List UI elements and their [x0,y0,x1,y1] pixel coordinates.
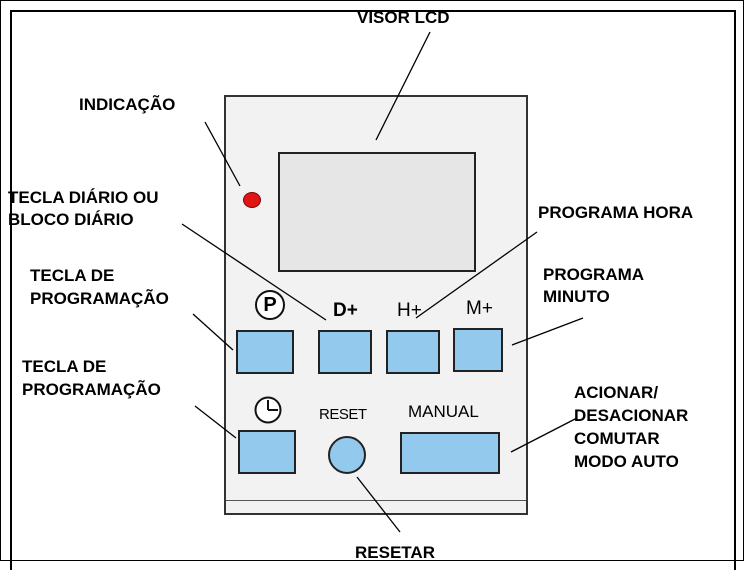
manual-key-label: MANUAL [408,402,479,421]
reset-button[interactable] [328,436,366,474]
leader-programa-hora [415,231,538,319]
label-acionar-line3: COMUTAR [574,429,660,448]
label-acionar-line4: MODO AUTO [574,452,679,471]
leader-indicacao [204,121,241,187]
label-acionar-line2: DESACIONAR [574,406,689,425]
label-acionar-line1: ACIONAR/ [574,383,659,402]
leader-tecla-programacao-2 [194,405,237,439]
label-tecla-programacao-2-line1: TECLA DE [22,357,107,376]
reset-key-label: RESET [319,406,367,423]
inner-frame [10,10,736,570]
d-plus-label: D+ [333,300,358,321]
minute-key-m-plus[interactable] [453,328,503,372]
lcd-display [278,152,476,272]
m-plus-label: M+ [466,298,493,319]
clock-programming-key[interactable] [238,430,296,474]
label-programa-hora: PROGRAMA HORA [538,203,694,222]
label-tecla-diario-line1: TECLA DIÁRIO OU [8,188,159,207]
label-tecla-programacao-2-line2: PROGRAMAÇÃO [22,380,161,399]
led-indicator [243,192,261,208]
label-indicacao: INDICAÇÃO [79,95,176,114]
hour-key-h-plus[interactable] [386,330,440,374]
day-key-d-plus[interactable] [318,330,372,374]
label-visor-lcd: VISOR LCD [357,8,450,27]
p-circle-icon: P [255,290,285,320]
programming-key-p[interactable] [236,330,294,374]
h-plus-label: H+ [397,300,422,321]
leader-tecla-programacao-1 [192,313,234,351]
leader-resetar [356,476,401,533]
clock-icon [254,396,282,424]
label-programa-minuto-line2: MINUTO [543,287,610,306]
leader-tecla-diario [181,223,327,321]
manual-key[interactable] [400,432,500,474]
leader-acionar [510,417,578,453]
label-tecla-diario-line2: BLOCO DIÁRIO [8,210,134,229]
label-resetar: RESETAR [355,543,435,562]
leader-programa-minuto [511,317,584,346]
leader-visor-lcd [375,31,431,141]
label-programa-minuto-line1: PROGRAMA [543,265,645,284]
label-tecla-programacao-1-line2: PROGRAMAÇÃO [30,289,169,308]
label-tecla-programacao-1-line1: TECLA DE [30,266,115,285]
